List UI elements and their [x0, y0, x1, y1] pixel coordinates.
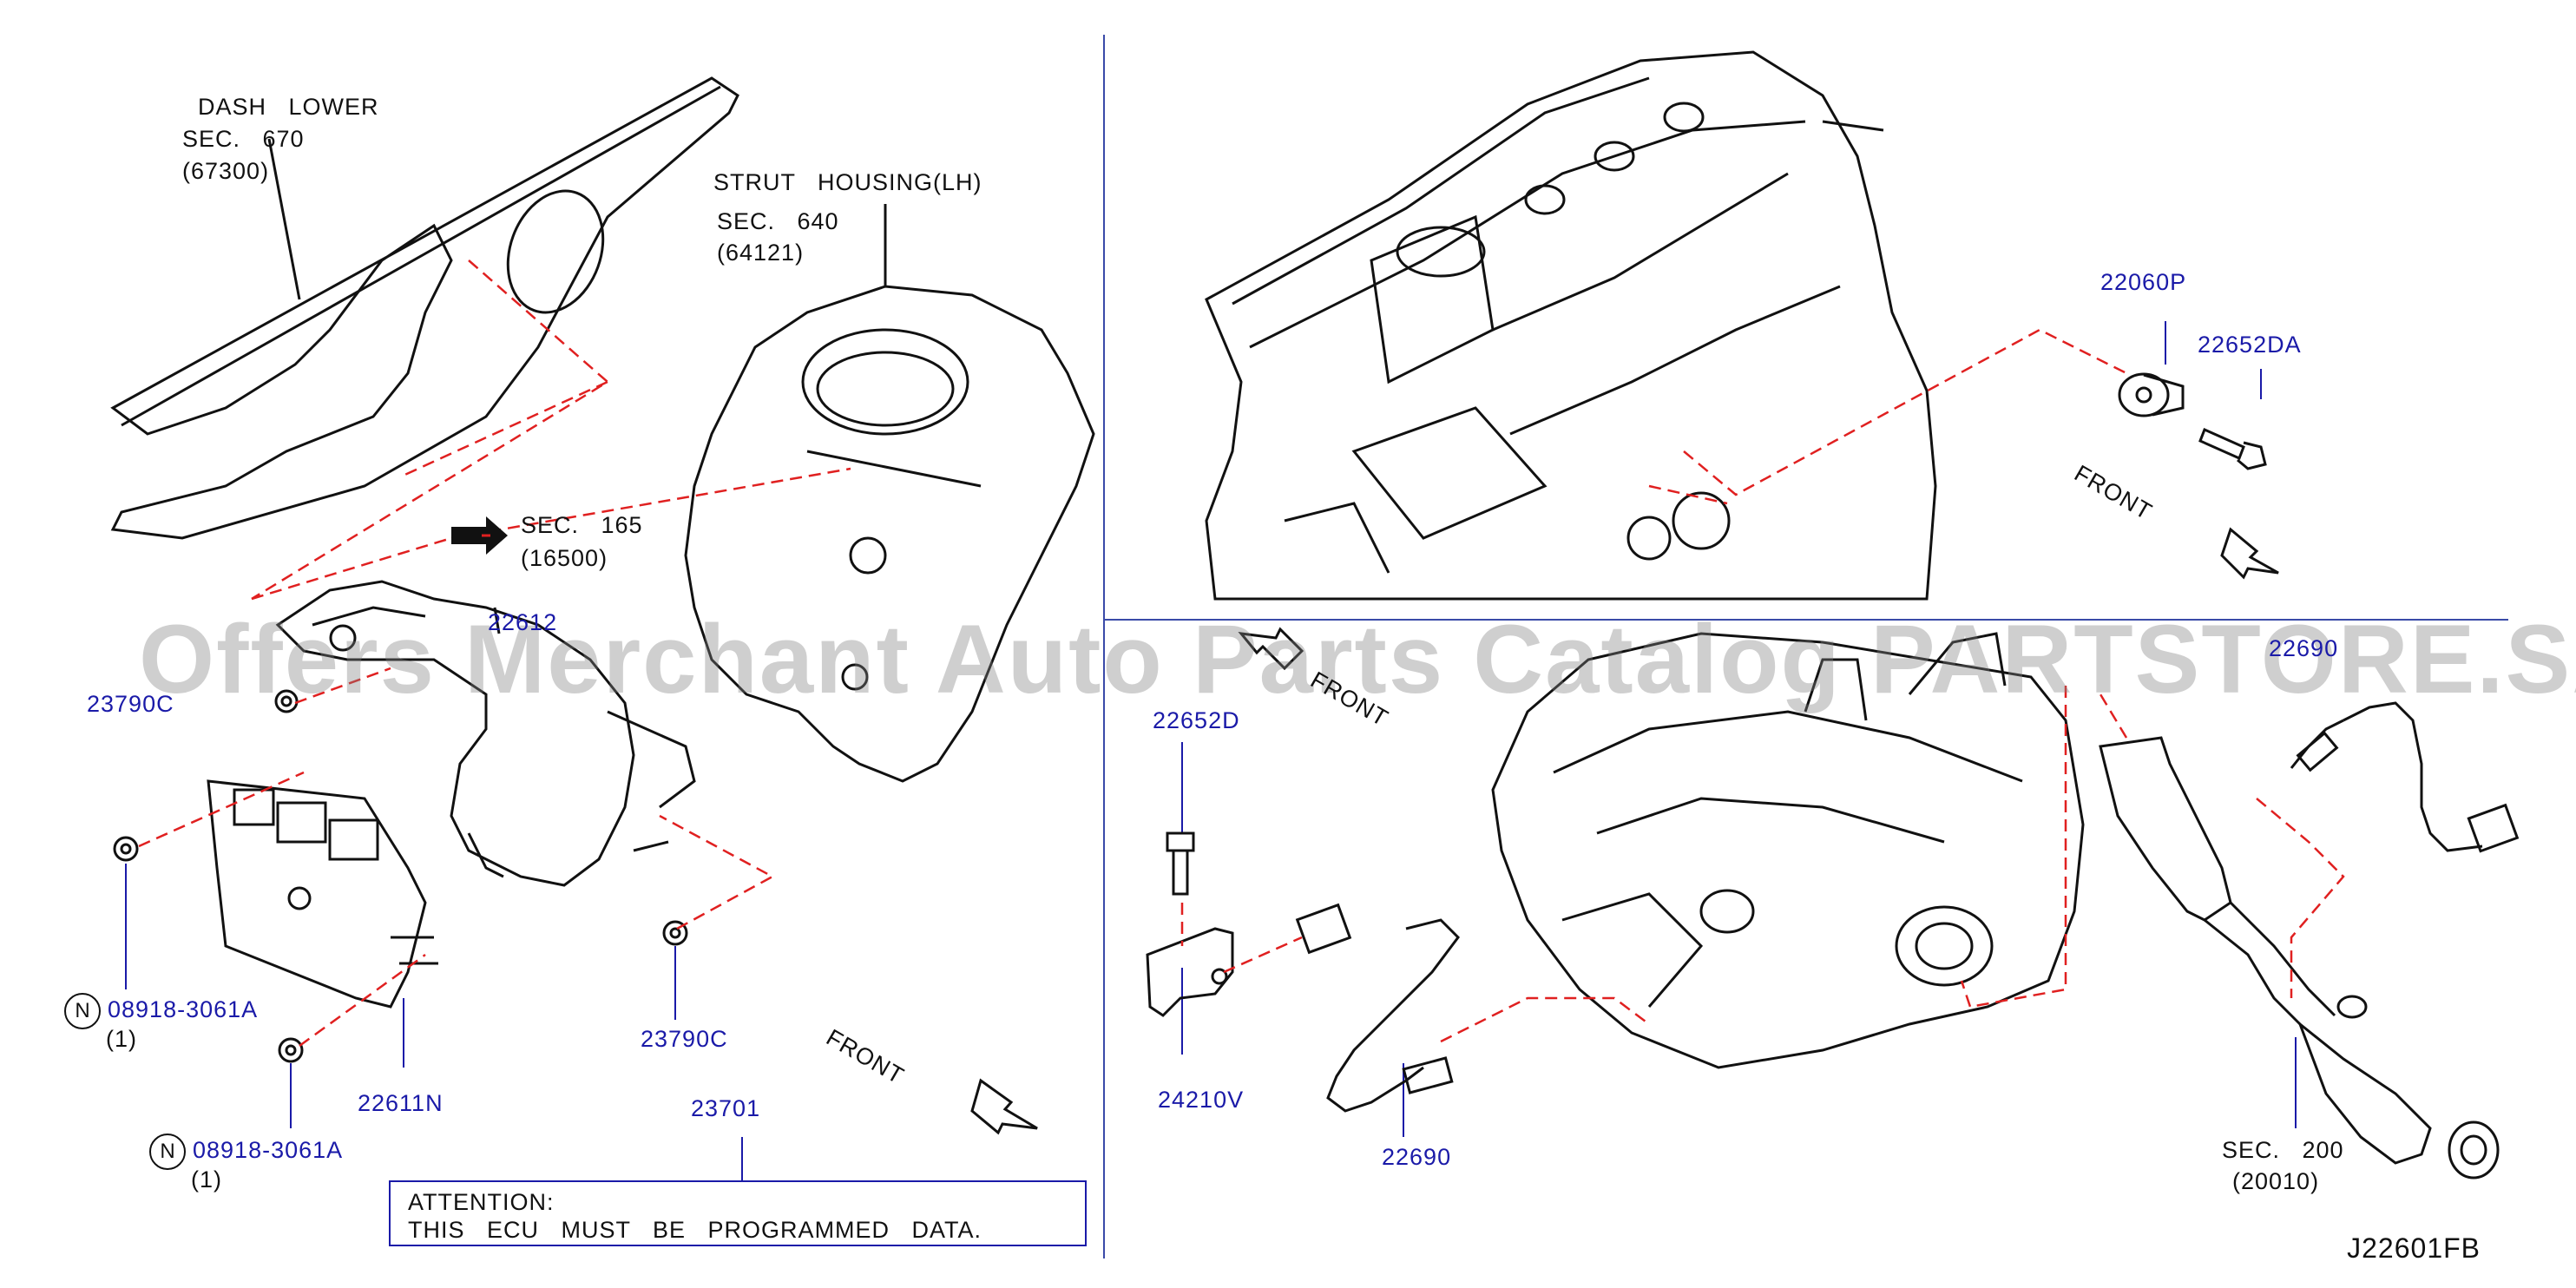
- part-08918-3061a-lower[interactable]: 08918-3061A: [193, 1137, 344, 1163]
- panel-dividers: [1103, 35, 2508, 1258]
- knock-sensor: [2118, 372, 2185, 417]
- leader-lines-right-upper: [1648, 328, 2127, 505]
- part-23701[interactable]: 23701: [691, 1095, 761, 1121]
- sec165-code: (16500): [521, 545, 608, 571]
- dash-lower-code: (67300): [182, 158, 270, 184]
- strut-housing-code: (64121): [717, 240, 805, 266]
- attention-title: ATTENTION:: [408, 1189, 555, 1215]
- diagram-code: J22601FB: [2347, 1232, 2481, 1264]
- part-08918-3061a-upper-qty: (1): [106, 1026, 137, 1052]
- leader-lines-right-lower: [1180, 686, 2345, 1043]
- oxygen-sensor-downstream: [1295, 903, 1460, 1113]
- sec165-arrow: [451, 516, 508, 555]
- part-23790c-left[interactable]: 23790C: [87, 691, 174, 717]
- ecu-box: [207, 779, 438, 1009]
- attention-box: ATTENTION: THIS ECU MUST BE PROGRAMMED D…: [389, 1180, 1087, 1246]
- strut-housing-label: STRUT HOUSING(LH): [713, 169, 982, 195]
- sensor-bracket: [1146, 927, 1234, 1017]
- part-22060p[interactable]: 22060P: [2100, 269, 2187, 295]
- knock-sensor-bolt: [2198, 427, 2267, 470]
- part-24210v[interactable]: 24210V: [1158, 1087, 1245, 1113]
- part-22652d[interactable]: 22652D: [1153, 707, 1240, 733]
- strut-housing-sec: SEC. 640: [717, 208, 839, 234]
- n-marker: N: [64, 993, 101, 1029]
- sec200-code: (20010): [2232, 1168, 2320, 1194]
- part-08918-3061a-lower-qty: (1): [191, 1166, 222, 1193]
- engine-top-view: [1205, 50, 1937, 601]
- n-marker: N: [149, 1134, 186, 1170]
- oxygen-sensor-upstream: [2290, 701, 2520, 853]
- dash-lower-label: DASH LOWER: [198, 94, 379, 120]
- catalytic-converter: [2099, 736, 2500, 1180]
- callout-lines: [125, 321, 2297, 1180]
- bracket-bolt: [1166, 831, 1195, 896]
- part-22690-lower[interactable]: 22690: [1382, 1144, 1452, 1170]
- part-22652da[interactable]: 22652DA: [2198, 332, 2302, 358]
- dash-lower-sec: SEC. 670: [182, 126, 305, 152]
- sec200-label: SEC. 200: [2222, 1137, 2344, 1163]
- engine-side-view: [1491, 632, 2085, 1069]
- attention-text: THIS ECU MUST BE PROGRAMMED DATA.: [408, 1217, 982, 1243]
- dash-lower-panel: [110, 76, 739, 540]
- part-22612[interactable]: 22612: [488, 609, 558, 635]
- part-22611n[interactable]: 22611N: [358, 1090, 444, 1116]
- nuts: [113, 689, 688, 1063]
- sec165-label: SEC. 165: [521, 512, 643, 538]
- part-23790c-right[interactable]: 23790C: [641, 1026, 728, 1052]
- part-08918-3061a-upper[interactable]: 08918-3061A: [108, 996, 259, 1022]
- ecu-bracket: [275, 580, 696, 887]
- front-arrows: [970, 527, 2279, 1135]
- leader-lines-left: [138, 260, 851, 1048]
- strut-housing: [684, 204, 1095, 783]
- part-22690-upper[interactable]: 22690: [2269, 635, 2339, 661]
